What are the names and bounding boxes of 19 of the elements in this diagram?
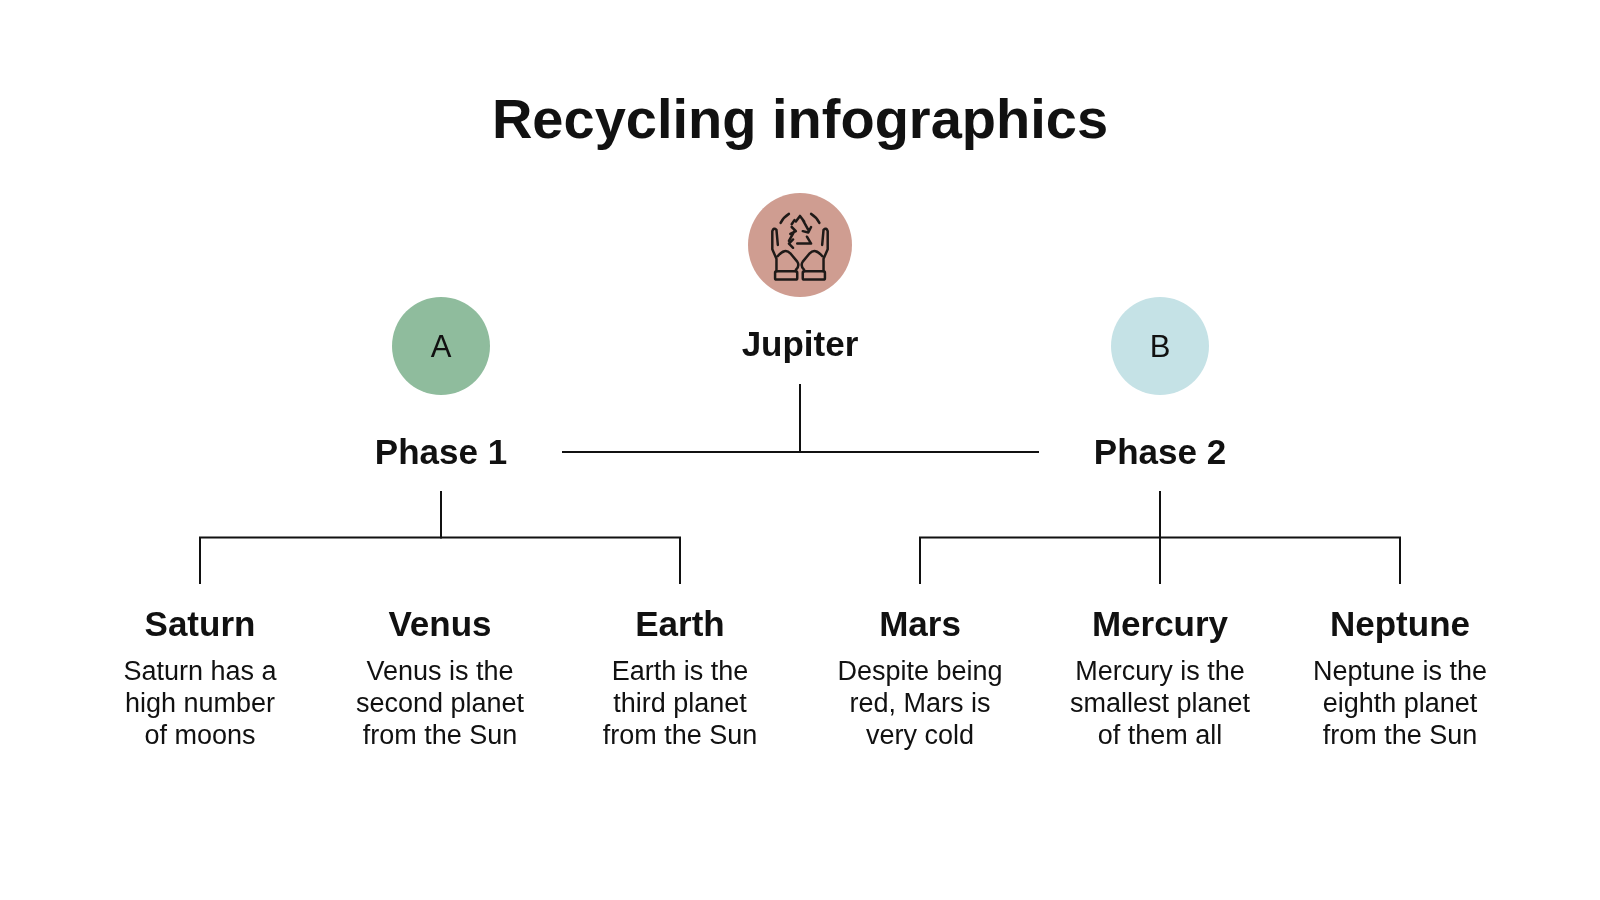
item-heading: Saturn — [144, 603, 256, 645]
connector-line — [799, 383, 1040, 453]
item-description: Mercury is the smallest planet of them all — [1068, 655, 1252, 751]
phase-heading: Phase 2 — [1093, 431, 1227, 473]
title: Recycling infographics — [491, 88, 1109, 150]
connector-line — [1159, 490, 1401, 585]
item-description: Venus is the second planet from the Sun — [354, 655, 526, 751]
item-heading: Earth — [635, 603, 725, 645]
item-description: Neptune is the eighth planet from the Sun — [1311, 655, 1489, 751]
phase-heading: Phase 1 — [374, 431, 508, 473]
item-description: Earth is the third planet from the Sun — [601, 655, 759, 751]
item-heading: Neptune — [1330, 603, 1470, 645]
item-description: Saturn has a high number of moons — [122, 655, 278, 751]
connector-line — [440, 490, 681, 585]
item-heading: Venus — [388, 603, 492, 645]
item-heading: Mars — [879, 603, 961, 645]
node-heading: Jupiter — [741, 323, 859, 365]
item-heading: Mercury — [1091, 603, 1229, 645]
item-description: Despite being red, Mars is very cold — [836, 655, 1004, 751]
